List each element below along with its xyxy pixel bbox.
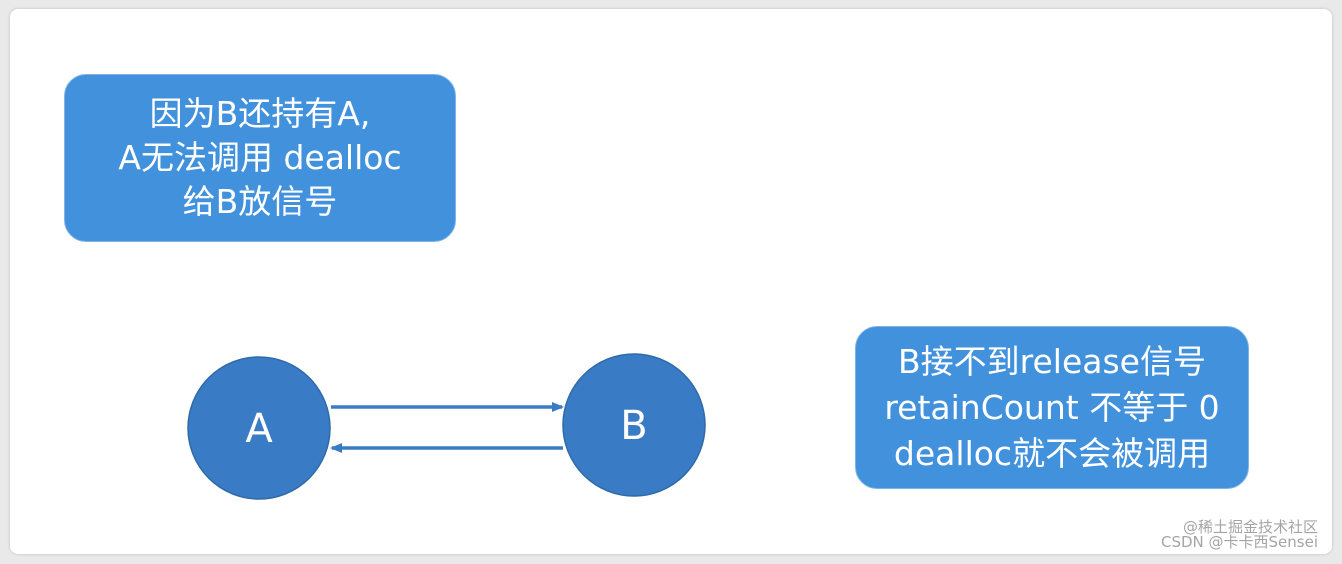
node-a-label: A	[245, 406, 273, 452]
diagram-canvas: 因为B还持有A, A无法调用 dealloc 给B放信号 A B B接不到rel…	[10, 9, 1332, 554]
node-a: A	[187, 356, 331, 500]
note-bottom-line-1: B接不到release信号	[898, 341, 1206, 381]
node-a-circle	[187, 356, 331, 500]
note-bottom-line-3: dealloc就不会被调用	[893, 433, 1211, 473]
note-top-line-3: 给B放信号	[182, 182, 338, 221]
watermark-line-2: CSDN @卡卡西Sensei	[1160, 533, 1318, 551]
note-b-holds-a: 因为B还持有A, A无法调用 dealloc 给B放信号	[64, 74, 456, 242]
node-b-circle	[562, 353, 706, 497]
note-top-line-1: 因为B还持有A,	[149, 94, 371, 133]
note-bottom-line-2: retainCount 不等于 0	[884, 387, 1220, 427]
node-b: B	[562, 353, 706, 497]
retain-cycle-graph: A B	[187, 353, 706, 500]
note-release-signal: B接不到release信号 retainCount 不等于 0 dealloc就…	[855, 326, 1249, 489]
note-top-line-2: A无法调用 dealloc	[118, 138, 402, 177]
node-b-label: B	[620, 403, 647, 449]
watermark-line-1: @稀土掘金技术社区	[1182, 518, 1318, 536]
watermark: @稀土掘金技术社区 CSDN @卡卡西Sensei	[1161, 520, 1318, 550]
